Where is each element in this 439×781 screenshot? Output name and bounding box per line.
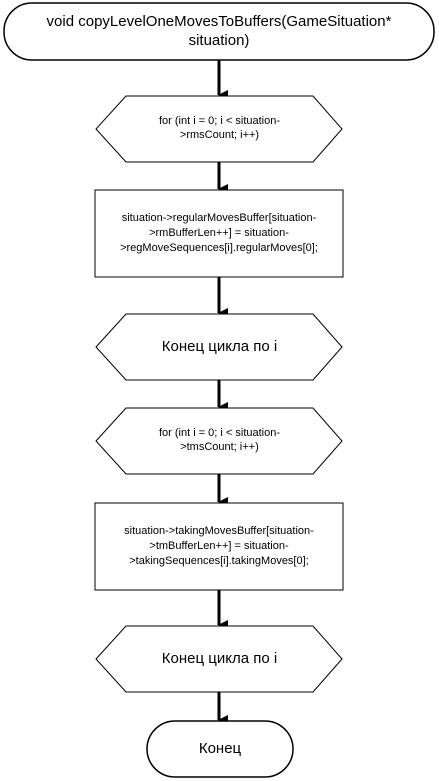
process1-box — [94, 189, 344, 278]
loop2-end-hexagon — [95, 625, 343, 693]
process2-box — [94, 502, 344, 591]
loop1-start-hexagon — [95, 95, 343, 163]
start-terminator — [3, 2, 435, 61]
end-terminator — [146, 720, 294, 778]
loop2-start-hexagon — [95, 407, 343, 475]
loop1-end-hexagon — [95, 313, 343, 381]
